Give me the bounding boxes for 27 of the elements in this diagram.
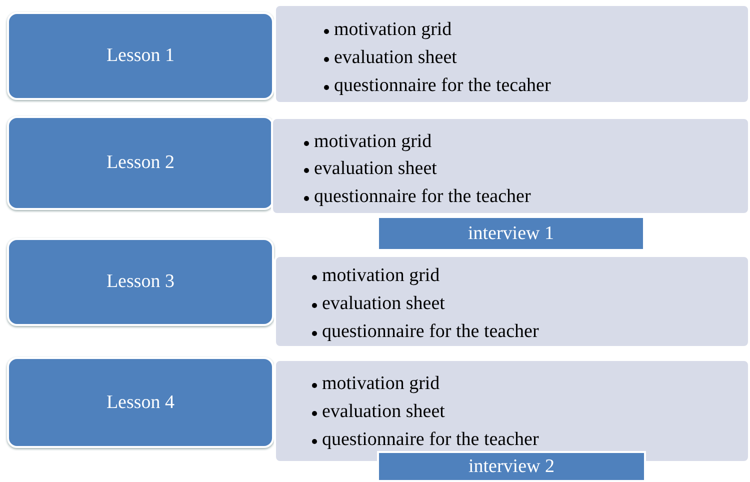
interview-label: interview 1 [468,222,554,244]
bullet-item: evaluation sheet [324,47,457,69]
lesson-label: Lesson 3 [106,271,175,293]
bullet-item: motivation grid [324,19,452,41]
bullet-item: questionnaire for the teacher [312,321,539,343]
activity-panel [271,117,750,215]
bullet-item: questionnaire for the teacher [312,429,539,451]
lesson-label: Lesson 4 [106,392,175,414]
bullet-item: evaluation sheet [304,158,437,180]
bullet-item: motivation grid [312,265,440,287]
interview-label: interview 2 [468,456,554,478]
bullet-item: evaluation sheet [312,401,445,423]
lesson-box [7,357,274,448]
lesson-label: Lesson 1 [106,45,175,67]
interview-box [377,216,645,251]
lesson-label: Lesson 2 [106,152,175,174]
bullet-item: evaluation sheet [312,293,445,315]
lesson-box [7,12,274,100]
lesson-box [7,238,274,326]
interview-box [377,451,646,482]
activity-panel [274,255,750,348]
bullet-item: motivation grid [304,131,432,153]
bullet-item: questionnaire for the tecaher [324,75,551,97]
bullet-item: questionnaire for the teacher [304,186,531,208]
bullet-item: motivation grid [312,373,440,395]
activity-panel [274,4,750,104]
lesson-box [7,116,274,210]
